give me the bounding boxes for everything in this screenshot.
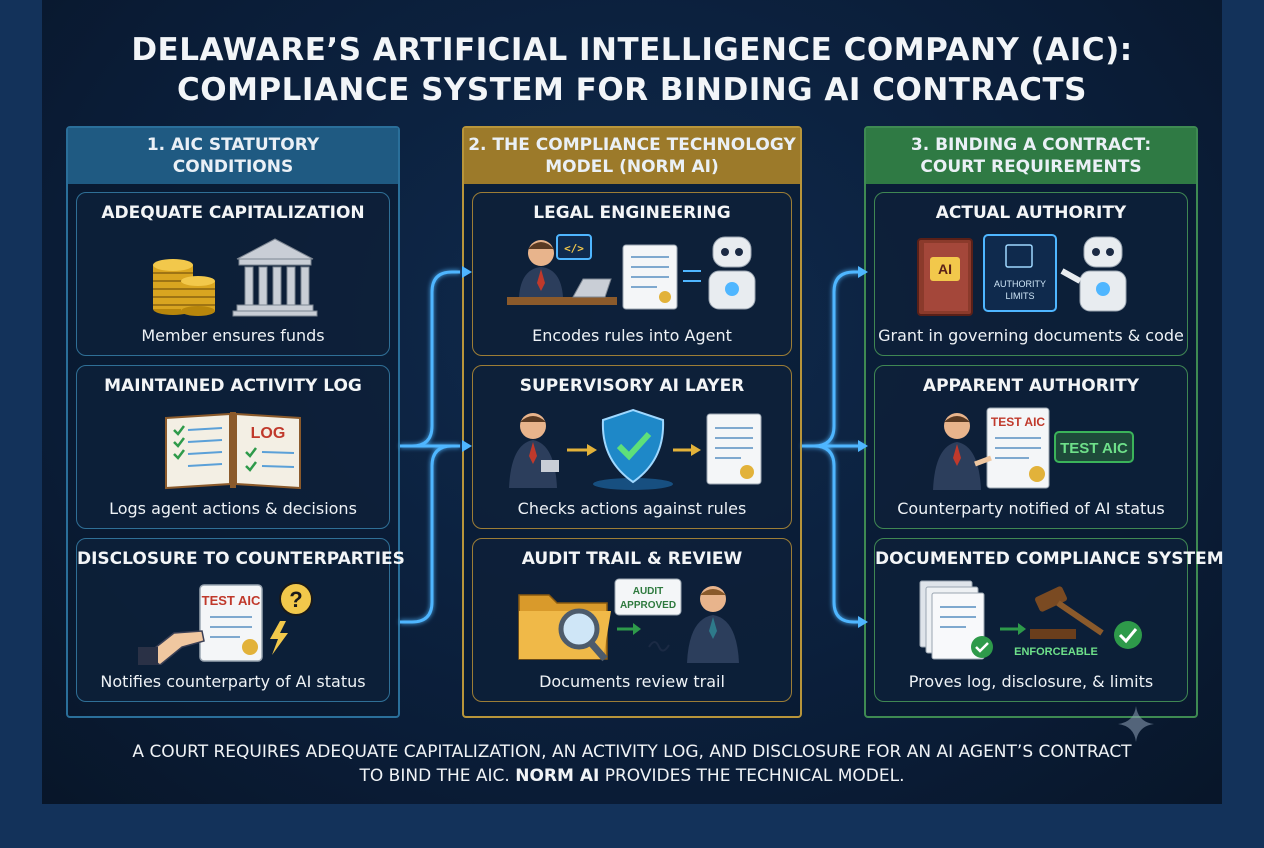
test-aic-doc-label: TEST AIC xyxy=(991,415,1046,429)
card-title: AUDIT TRAIL & REVIEW xyxy=(521,549,743,569)
arrowheads-column3 xyxy=(858,266,868,628)
authority-label: AUTHORITY xyxy=(994,279,1046,289)
log-book-icon: LOG xyxy=(77,404,389,492)
card-documented-compliance-system: DOCUMENTED COMPLIANCE SYSTEM ENFORCEABLE xyxy=(874,538,1224,702)
card-adequate-capitalization: ADEQUATE CAPITALIZATION xyxy=(76,192,390,356)
column-heading-line-2: MODEL (NORM AI) xyxy=(545,157,719,177)
card-title: DISCLOSURE TO COUNTERPARTIES xyxy=(77,549,405,569)
ai-book-label: AI xyxy=(938,261,952,277)
gavel-enforceable-icon: ENFORCEABLE xyxy=(875,577,1187,665)
card-title: ACTUAL AUTHORITY xyxy=(935,203,1127,223)
column-court-requirements: 3. BINDING A CONTRACT: COURT REQUIREMENT… xyxy=(864,126,1224,718)
disclosure-document-icon: TEST AIC ? xyxy=(77,577,389,665)
card-description: Proves log, disclosure, & limits xyxy=(908,672,1154,691)
approved-label: APPROVED xyxy=(620,600,676,611)
column-statutory-conditions: 1. AIC STATUTORY CONDITIONS ADEQUATE CAP… xyxy=(66,126,405,718)
svg-text:</>: </> xyxy=(564,242,584,255)
card-description: Notifies counterparty of AI status xyxy=(100,672,366,691)
footer-norm-ai: NORM AI xyxy=(515,766,600,786)
authority-book-robot-icon: AI AUTHORITY LIMITS xyxy=(875,231,1187,319)
card-disclosure-to-counterparties: DISCLOSURE TO COUNTERPARTIES TEST AIC ? … xyxy=(76,538,405,702)
card-description: Encodes rules into Agent xyxy=(532,326,732,345)
card-title: APPARENT AUTHORITY xyxy=(922,376,1140,396)
column-heading: 3. BINDING A CONTRACT: COURT REQUIREMENT… xyxy=(866,128,1196,184)
card-description: Checks actions against rules xyxy=(517,499,747,518)
arrowheads-column2 xyxy=(462,266,472,452)
limits-label: LIMITS xyxy=(1005,291,1034,301)
card-supervisory-ai-layer: SUPERVISORY AI LAYER xyxy=(472,365,792,529)
footer-line-2: TO BIND THE AIC. NORM AI PROVIDES THE TE… xyxy=(42,764,1222,788)
column-compliance-technology-model: 2. THE COMPLIANCE TECHNOLOGY MODEL (NORM… xyxy=(462,126,802,718)
apparent-authority-icon: TEST AIC TEST AIC xyxy=(875,404,1187,492)
card-legal-engineering: LEGAL ENGINEERING </> xyxy=(472,192,792,356)
column-heading-line-1: 1. AIC STATUTORY xyxy=(146,135,320,155)
enforceable-label: ENFORCEABLE xyxy=(1014,646,1098,658)
column-heading-line-2: COURT REQUIREMENTS xyxy=(920,157,1142,177)
card-description: Grant in governing documents & code xyxy=(878,326,1184,345)
shield-check-icon xyxy=(473,404,791,492)
card-maintained-activity-log: MAINTAINED ACTIVITY LOG LOG xyxy=(76,365,390,529)
column-heading: 1. AIC STATUTORY CONDITIONS xyxy=(68,128,398,184)
footer-text-before: TO BIND THE AIC. xyxy=(359,766,516,786)
card-title: SUPERVISORY AI LAYER xyxy=(519,376,745,396)
audit-folder-icon: AUDIT APPROVED xyxy=(473,577,791,665)
page-title-line-2: COMPLIANCE SYSTEM FOR BINDING AI CONTRAC… xyxy=(176,72,1088,108)
column-heading-line-2: CONDITIONS xyxy=(172,157,294,177)
card-description: Counterparty notified of AI status xyxy=(897,499,1165,518)
sparkle-icon xyxy=(1118,706,1154,742)
page-title-line-1: DELAWARE’S ARTIFICIAL INTELLIGENCE COMPA… xyxy=(131,32,1133,68)
svg-text:?: ? xyxy=(289,587,302,612)
card-title: DOCUMENTED COMPLIANCE SYSTEM xyxy=(875,549,1224,569)
card-audit-trail-review: AUDIT TRAIL & REVIEW AUDIT APPROVED Docu… xyxy=(472,538,792,702)
card-apparent-authority: APPARENT AUTHORITY TEST AIC TEST AIC Cou… xyxy=(874,365,1188,529)
log-label: LOG xyxy=(251,425,286,442)
test-aic-label: TEST AIC xyxy=(202,593,261,608)
card-description: Logs agent actions & decisions xyxy=(109,499,357,518)
arrow-column1-to-column2 xyxy=(400,270,460,624)
column-heading: 2. THE COMPLIANCE TECHNOLOGY MODEL (NORM… xyxy=(464,128,800,184)
audit-label: AUDIT xyxy=(633,586,664,597)
arrow-column2-to-column3 xyxy=(802,270,864,624)
card-title: ADEQUATE CAPITALIZATION xyxy=(101,203,365,223)
column-heading-line-1: 3. BINDING A CONTRACT: xyxy=(910,135,1152,155)
card-actual-authority: ACTUAL AUTHORITY AI AUTHORITY LIMITS Gra… xyxy=(874,192,1188,356)
column-heading-line-1: 2. THE COMPLIANCE TECHNOLOGY xyxy=(468,135,796,155)
engineer-robot-icon: </> xyxy=(473,231,791,319)
footer-text-after: PROVIDES THE TECHNICAL MODEL. xyxy=(599,766,905,786)
card-title: LEGAL ENGINEERING xyxy=(533,203,731,223)
card-title: MAINTAINED ACTIVITY LOG xyxy=(104,376,362,396)
footer-line-1: A COURT REQUIRES ADEQUATE CAPITALIZATION… xyxy=(132,742,1132,762)
card-description: Documents review trail xyxy=(539,672,725,691)
coins-bank-icon xyxy=(77,231,389,319)
test-aic-badge: TEST AIC xyxy=(1060,440,1128,457)
card-description: Member ensures funds xyxy=(141,326,325,345)
